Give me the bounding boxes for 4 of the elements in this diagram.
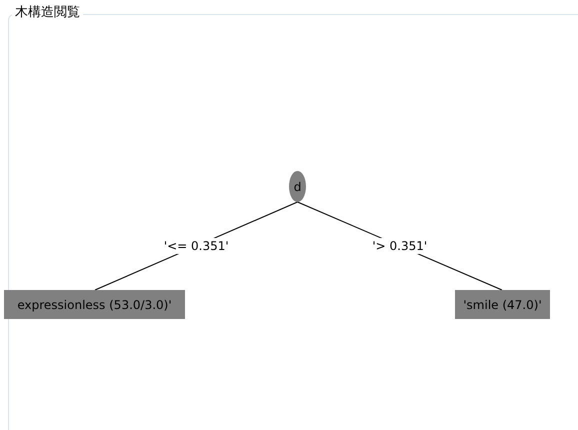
leaf-box: 'smile (47.0)' xyxy=(455,290,550,319)
leaf-box: expressionless (53.0/3.0)' xyxy=(4,290,185,319)
decision-node: d xyxy=(289,171,306,202)
panel-title: 木構造閲覧 xyxy=(12,5,83,21)
